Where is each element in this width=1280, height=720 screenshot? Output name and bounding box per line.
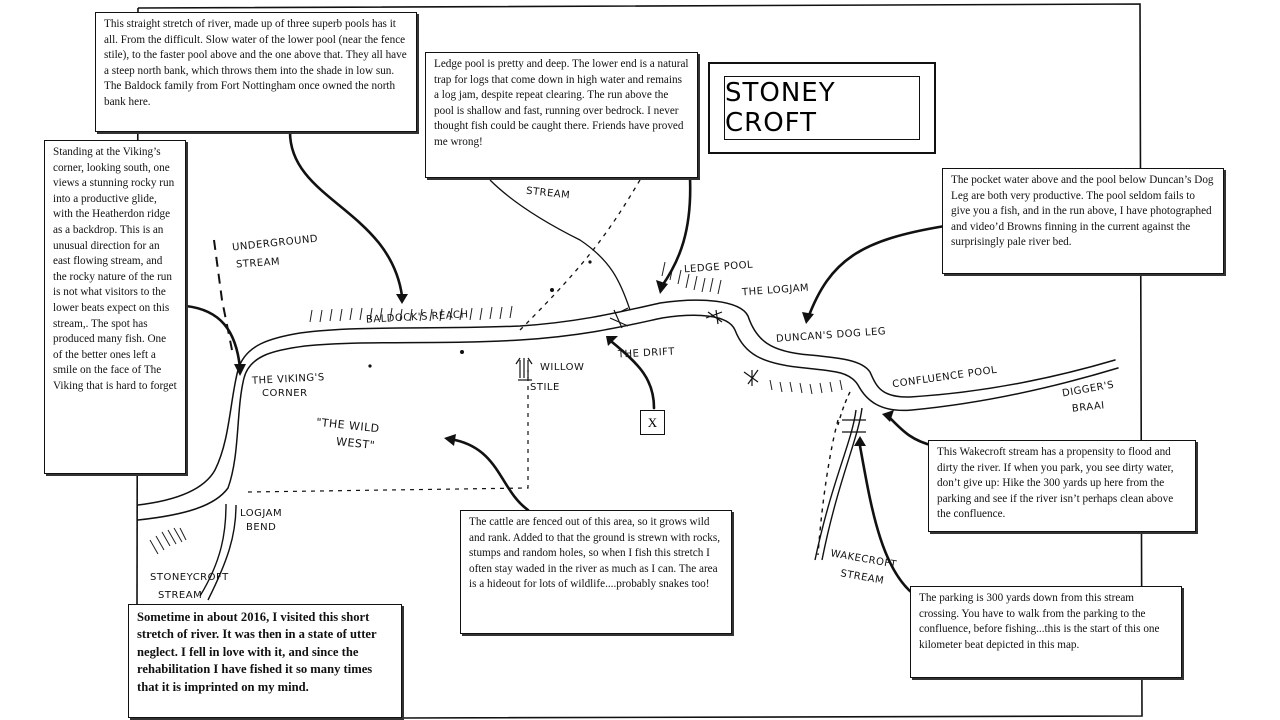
label-vikings-corner-2: CORNER	[262, 388, 308, 399]
callout-baldocks-reach: This straight stretch of river, made up …	[95, 12, 417, 132]
callout-wild-west: The cattle are fenced out of this area, …	[460, 510, 732, 634]
callout-duncans-dog-leg: The pocket water above and the pool belo…	[942, 168, 1224, 274]
upper-stream	[489, 179, 641, 331]
stoneycroft-stream	[199, 503, 237, 601]
wakecroft-stream	[814, 391, 866, 561]
title-frame: STONEY CROFT	[708, 62, 936, 154]
map-title: STONEY CROFT	[724, 76, 920, 140]
callout-ledge-pool: Ledge pool is pretty and deep. The lower…	[425, 52, 698, 178]
underground-stream	[213, 239, 233, 351]
callout-vikings-corner: Standing at the Viking’s corner, looking…	[44, 140, 186, 474]
label-stile: STILE	[530, 382, 560, 393]
label-stoneycroft-stream-2: STREAM	[158, 590, 203, 601]
willow-symbol	[515, 357, 533, 381]
x-marker: X	[640, 410, 665, 435]
fence-line	[247, 370, 529, 493]
rocks	[368, 260, 592, 368]
callout-parking: The parking is 300 yards down from this …	[910, 586, 1182, 678]
callout-intro: Sometime in about 2016, I visited this s…	[128, 604, 402, 718]
logjam-symbol	[609, 307, 759, 386]
callout-wakecroft: This Wakecroft stream has a propensity t…	[928, 440, 1196, 532]
callout-arrows	[184, 130, 947, 598]
label-logjam-bend-2: BEND	[246, 522, 277, 533]
arrowheads	[234, 280, 894, 446]
label-stoneycroft-stream-1: STONEYCROFT	[150, 572, 229, 583]
label-logjam-bend-1: LOGJAM	[240, 508, 283, 519]
river	[137, 299, 1119, 521]
label-willow: WILLOW	[540, 362, 585, 373]
